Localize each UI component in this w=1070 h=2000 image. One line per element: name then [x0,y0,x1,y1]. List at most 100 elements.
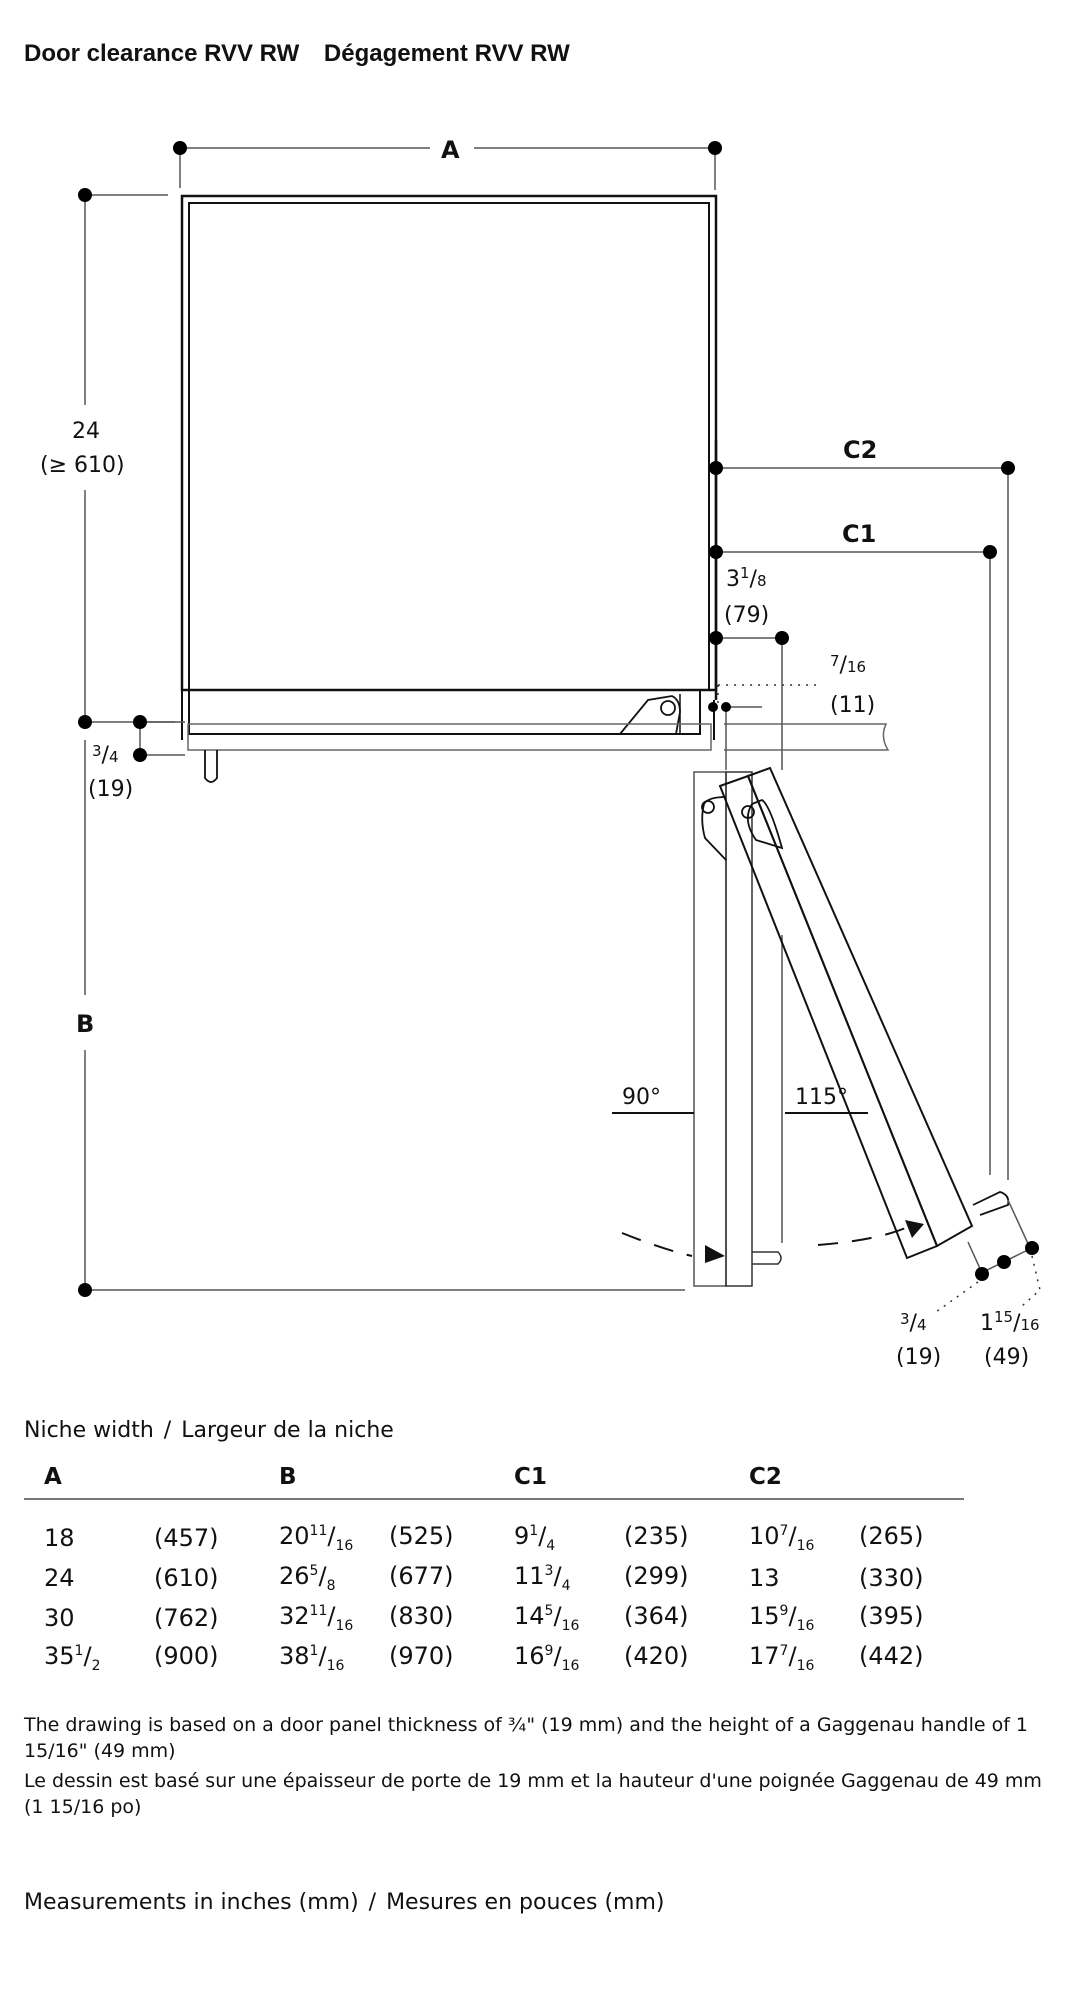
mm-value: (420) [624,1642,689,1671]
cell-b: 3211/16 (830) [259,1598,494,1638]
inch-value: 107/16 [749,1522,815,1554]
door-closed-90 [693,771,727,1287]
table-row: 24 (610) 265/8 (677) 113/4 (299) 13 (330) [24,1558,964,1598]
units-note-secondary: Mesures en pouces (mm) [386,1890,665,1915]
col-header-c1: C1 [494,1460,729,1500]
mm-value: (330) [859,1564,924,1592]
units-separator: / [368,1890,377,1915]
table-header-row: A B C1 C2 [24,1460,964,1500]
cell-c2: 177/16 (442) [729,1638,964,1678]
footnote: The drawing is based on a door panel thi… [24,1712,1044,1824]
mm-value: (900) [154,1642,219,1671]
mm-value: (830) [389,1602,454,1631]
label-depth-mm: (≥ 610) [40,453,125,478]
label-door-mm: (19) [896,1345,941,1370]
mm-value: (970) [389,1642,454,1671]
inch-value: 18 [44,1524,75,1552]
cell-b: 2011/16 (525) [259,1499,494,1558]
label-b: B [76,1010,94,1038]
label-11-in: 7/16 [830,652,866,678]
inch-value: 24 [44,1564,75,1592]
inch-value: 113/4 [514,1562,571,1594]
inch-value: 159/16 [749,1602,815,1634]
dimension-dots [78,141,1039,1297]
arrow-90-icon [705,1245,725,1263]
appliance-base [188,689,701,735]
label-base-mm: (19) [88,777,133,802]
inch-value: 177/16 [749,1642,815,1674]
label-79-in: 31/8 [726,564,767,592]
label-c1: C1 [842,520,876,548]
mm-value: (457) [154,1524,219,1552]
mm-value: (610) [154,1564,219,1592]
cell-c2: 107/16 (265) [729,1499,964,1558]
col-header-a: A [24,1460,259,1500]
inch-value: 3211/16 [279,1602,354,1634]
cell-c2: 159/16 (395) [729,1598,964,1638]
swing-arc [621,1232,693,1257]
label-11-mm: (11) [830,693,875,718]
niche-dimensions-table: A B C1 C2 18 (457) 2011/16 (525) 91/4 (235) 10… [24,1460,964,1678]
title-primary: Door clearance RVV RW [24,40,300,67]
niche-heading: Niche width / Largeur de la niche [24,1418,394,1443]
mm-value: (395) [859,1602,924,1631]
table-row: 30 (762) 3211/16 (830) 145/16 (364) 159/16 (395… [24,1598,964,1638]
cell-c1: 113/4 (299) [494,1558,729,1598]
cell-a: 24 (610) [24,1558,259,1598]
arrow-115-icon [905,1220,924,1238]
mm-value: (677) [389,1562,454,1591]
inch-value: 2011/16 [279,1522,354,1554]
door-open-115 [718,766,974,1260]
inch-value: 30 [44,1604,75,1632]
mm-value: (299) [624,1562,689,1591]
inch-value: 381/16 [279,1642,345,1674]
mm-value: (235) [624,1522,689,1551]
niche-heading-primary: Niche width [24,1418,154,1443]
cell-c1: 91/4 (235) [494,1499,729,1558]
col-header-c2: C2 [729,1460,964,1500]
heading-separator: / [163,1418,172,1443]
cell-b: 265/8 (677) [259,1558,494,1598]
units-note-primary: Measurements in inches (mm) [24,1890,359,1915]
table-row: 18 (457) 2011/16 (525) 91/4 (235) 107/16 (265) [24,1499,964,1558]
cell-a: 351/2 (900) [24,1638,259,1678]
units-note: Measurements in inches (mm) / Mesures en p… [24,1890,665,1915]
door-clearance-diagram: A 24 (≥ 610) B C2 C1 31/8 (79) 7/16 (11)… [40,135,1041,1370]
inch-value: 169/16 [514,1642,580,1674]
page-title: Door clearance RVV RW Dégagement RVV RW [24,40,570,68]
label-angle-115: 115° [795,1085,848,1110]
cell-a: 18 (457) [24,1499,259,1558]
inch-value: 91/4 [514,1522,556,1554]
label-c2: C2 [843,436,877,464]
appliance-body [180,194,718,692]
table-row: 351/2 (900) 381/16 (970) 169/16 (420) 177/16 (4… [24,1638,964,1678]
label-handle-mm: (49) [984,1345,1029,1370]
inch-value: 351/2 [44,1642,101,1674]
mm-value: (442) [859,1642,924,1671]
cell-c2: 13 (330) [729,1558,964,1598]
mm-value: (762) [154,1604,219,1632]
cell-a: 30 (762) [24,1598,259,1638]
inch-value: 265/8 [279,1562,336,1594]
mm-value: (265) [859,1522,924,1551]
label-door-in: 3/4 [900,1310,927,1336]
niche-heading-secondary: Largeur de la niche [181,1418,394,1443]
floor-plate [187,723,712,751]
col-header-b: B [259,1460,494,1500]
label-angle-90: 90° [622,1085,661,1110]
inch-value: 145/16 [514,1602,580,1634]
mm-value: (525) [389,1522,454,1551]
footnote-primary: The drawing is based on a door panel thi… [24,1714,1029,1762]
footnote-secondary: Le dessin est basé sur une épaisseur de … [24,1770,1042,1818]
label-handle-in: 115/16 [980,1308,1040,1336]
label-a: A [441,136,460,164]
cell-b: 381/16 (970) [259,1638,494,1678]
cell-c1: 169/16 (420) [494,1638,729,1678]
label-depth-in: 24 [72,419,100,444]
label-79-mm: (79) [724,603,769,628]
label-base-in: 3/4 [92,742,119,768]
cell-c1: 145/16 (364) [494,1598,729,1638]
title-secondary: Dégagement RVV RW [323,40,570,67]
inch-value: 13 [749,1564,780,1592]
mm-value: (364) [624,1602,689,1631]
